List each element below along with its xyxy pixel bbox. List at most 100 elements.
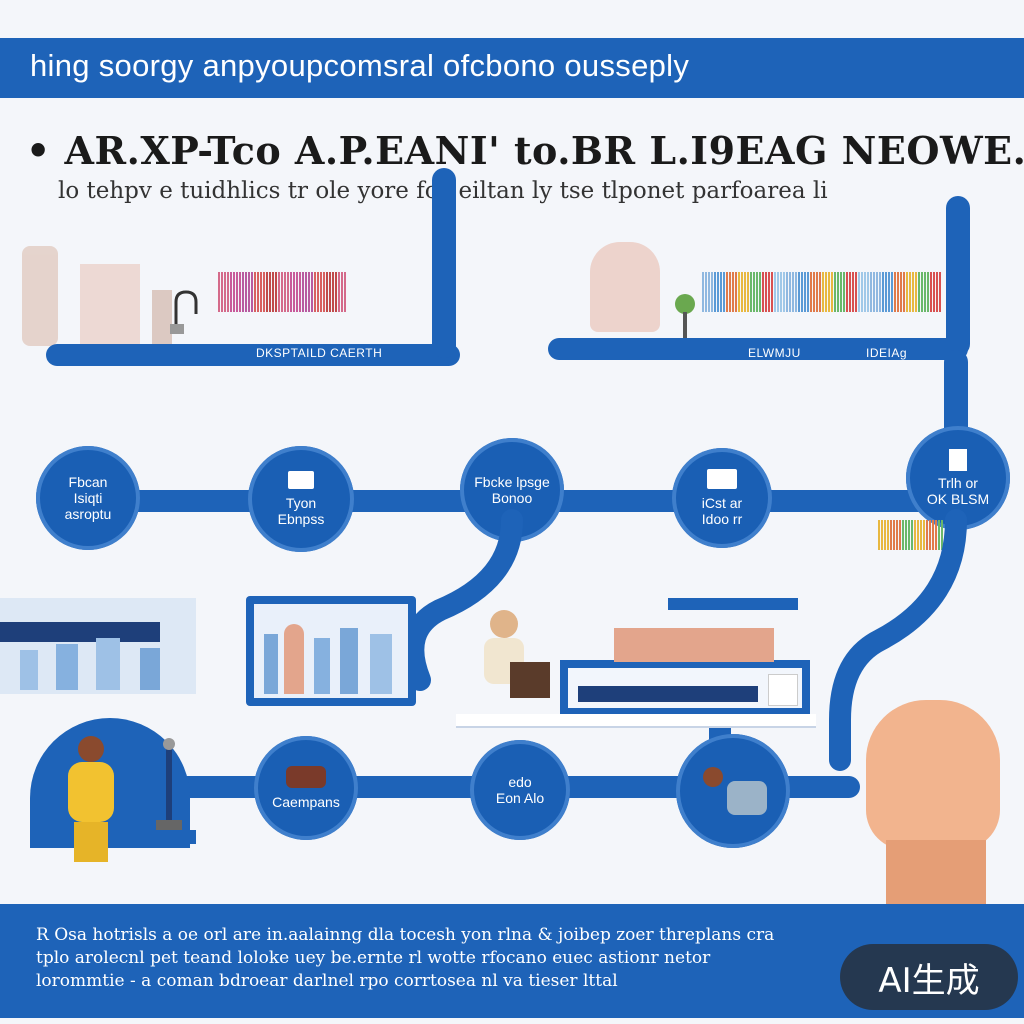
stripe — [747, 272, 749, 312]
stripe — [768, 272, 770, 312]
illustration-person-working — [693, 761, 773, 821]
stripe — [846, 272, 848, 312]
caption-right-a: ELWMJU — [748, 346, 801, 360]
stripe — [708, 272, 710, 312]
stripe — [941, 520, 943, 550]
stripe — [807, 272, 809, 312]
skyline-panel-left — [0, 598, 196, 694]
stripe — [828, 272, 830, 312]
stripe — [284, 272, 286, 312]
stripe — [932, 520, 934, 550]
node-bottom-4[interactable] — [676, 734, 790, 848]
stripe — [266, 272, 268, 312]
stripe — [929, 520, 931, 550]
stripe — [924, 272, 926, 312]
node-bottom-3[interactable]: edo Eon Alo — [470, 740, 570, 840]
stripe — [888, 272, 890, 312]
stripe — [314, 272, 316, 312]
stripe — [735, 272, 737, 312]
top-banner — [0, 38, 1024, 98]
pipe-top-right-horizontal — [548, 338, 968, 360]
illustration-right-figure — [570, 222, 680, 340]
stripe — [912, 272, 914, 312]
headline-text: AR.XP-Tco A.P.EANI' to.BR L.I9EAG NEOWE. — [64, 128, 1024, 173]
document-icon — [288, 470, 314, 489]
stripe — [329, 272, 331, 312]
desk-top — [456, 714, 816, 728]
stripe — [311, 272, 313, 312]
node-top-1-label: Fbcan Isiqti asroptu — [64, 473, 112, 523]
stripe — [849, 272, 851, 312]
stripe — [921, 272, 923, 312]
stripe — [254, 272, 256, 312]
stripe — [224, 272, 226, 312]
node-bottom-2[interactable]: Caempans — [254, 736, 358, 840]
stripe — [801, 272, 803, 312]
stripe — [918, 272, 920, 312]
stripe — [326, 272, 328, 312]
stripe — [702, 272, 704, 312]
stripe — [263, 272, 265, 312]
headline-bullet: • — [26, 128, 65, 173]
stripe — [744, 272, 746, 312]
camera-icon — [286, 765, 326, 788]
stripe — [873, 272, 875, 312]
striped-block-right — [878, 520, 943, 550]
stripe — [906, 272, 908, 312]
stripe — [825, 272, 827, 312]
stripe — [726, 272, 728, 312]
node-top-4[interactable]: iCst ar Idoo rr — [672, 448, 772, 548]
footer-text: R Osa hotrisls a oe orl are in.aalainng … — [36, 925, 775, 991]
stripe — [296, 272, 298, 312]
stripe — [287, 272, 289, 312]
pipe-top-right-riser — [946, 196, 970, 356]
stripe — [879, 272, 881, 312]
stripe — [771, 272, 773, 312]
stripe — [248, 272, 250, 312]
banner-title: hing soorgy anpyoupcomsral ofcbono ousse… — [30, 48, 690, 83]
ai-generated-badge: AI生成 — [840, 944, 1018, 1010]
file-icon — [949, 448, 967, 471]
stripe — [257, 272, 259, 312]
stripe — [239, 272, 241, 312]
stripe — [878, 520, 880, 550]
stripe — [242, 272, 244, 312]
stripe — [260, 272, 262, 312]
stripe — [894, 272, 896, 312]
stripe — [896, 520, 898, 550]
stripe — [299, 272, 301, 312]
valve-icon — [170, 290, 198, 334]
stripe — [881, 520, 883, 550]
stripe — [320, 272, 322, 312]
node-top-2[interactable]: Tyon Ebnpss — [248, 446, 354, 552]
node-top-1[interactable]: Fbcan Isiqti asroptu — [36, 446, 140, 550]
stripe — [855, 272, 857, 312]
stripe — [323, 272, 325, 312]
pipe-top-left-horizontal — [46, 344, 460, 366]
stripe — [891, 272, 893, 312]
node-top-2-label: Tyon Ebnpss — [277, 494, 325, 527]
node-top-4-label: iCst ar Idoo rr — [701, 494, 743, 527]
stripe — [905, 520, 907, 550]
stripe — [783, 272, 785, 312]
stripe — [344, 272, 346, 312]
stripe — [819, 272, 821, 312]
stripe — [251, 272, 253, 312]
building-block — [614, 628, 774, 662]
lamp-icon — [156, 738, 182, 830]
stripe — [908, 520, 910, 550]
stripe — [884, 520, 886, 550]
stripe — [756, 272, 758, 312]
stripe — [341, 272, 343, 312]
stripe — [870, 272, 872, 312]
stripe — [915, 272, 917, 312]
pipe-top-left-riser — [432, 168, 456, 358]
stripe — [305, 272, 307, 312]
tree-icon — [675, 294, 695, 342]
caption-right-b: IDEIAg — [866, 346, 908, 360]
stripe — [858, 272, 860, 312]
stripe — [798, 272, 800, 312]
stripe — [302, 272, 304, 312]
illustration-hand — [856, 700, 1002, 910]
stripe — [834, 272, 836, 312]
